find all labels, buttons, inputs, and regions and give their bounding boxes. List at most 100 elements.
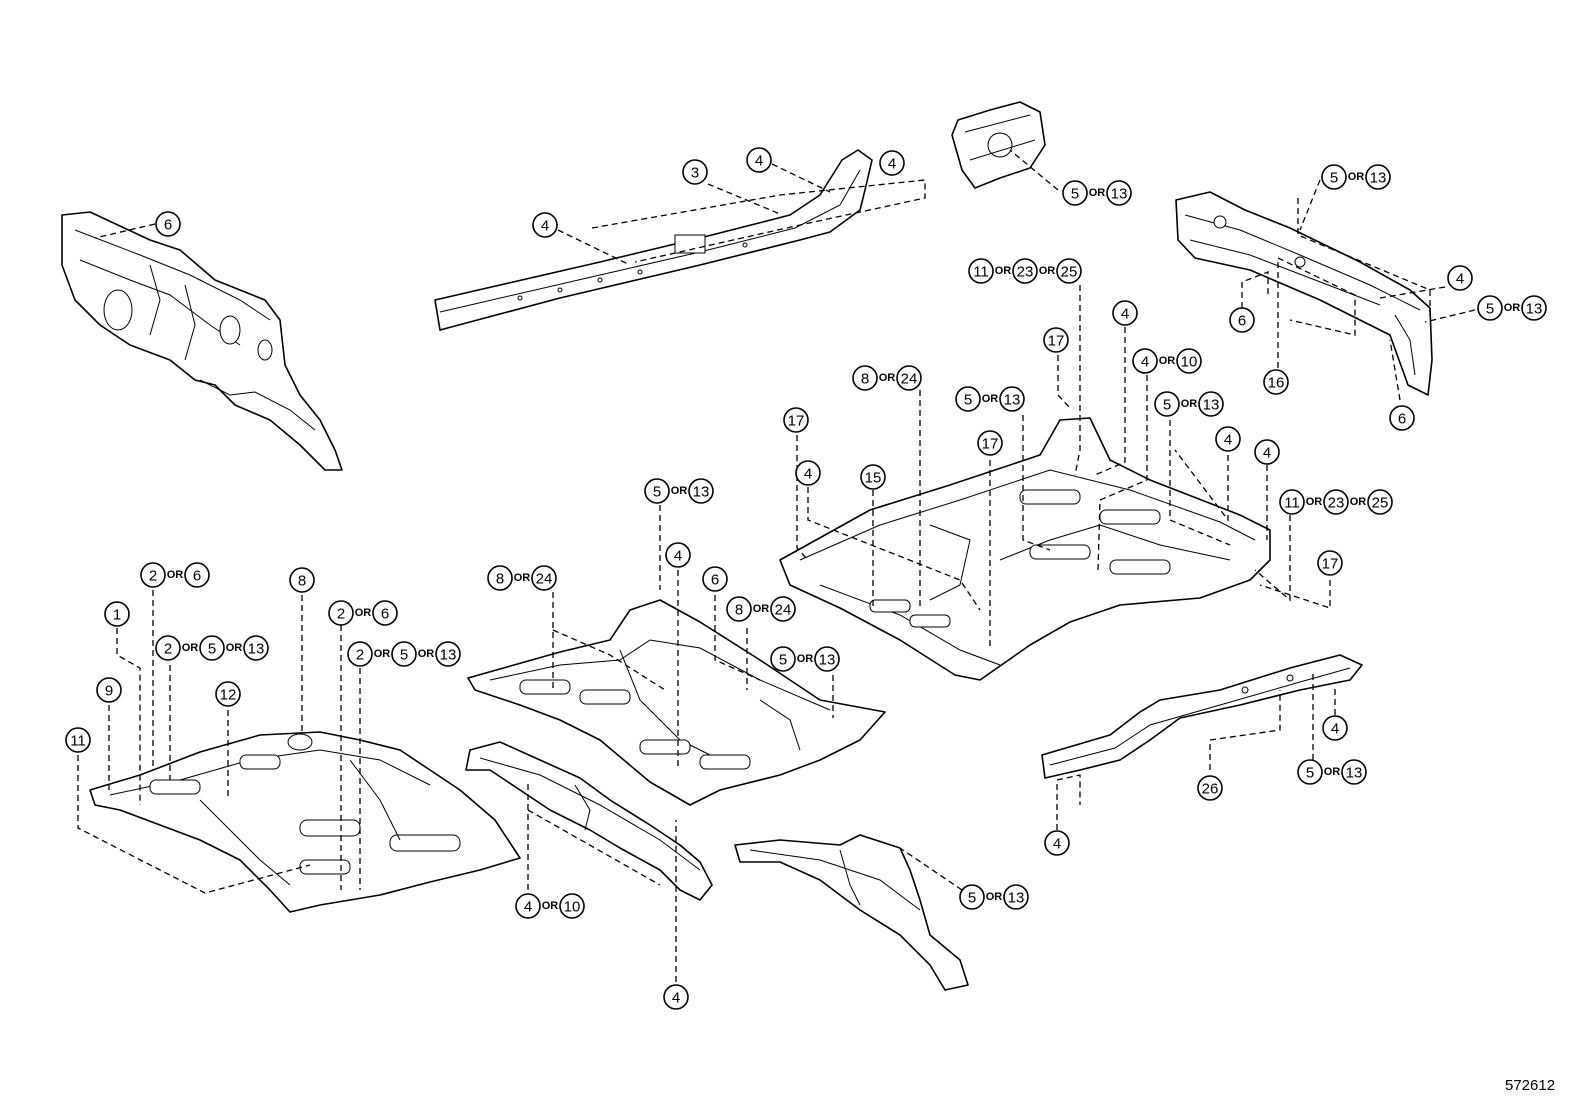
callout-circle	[1263, 369, 1289, 395]
callout-circle	[155, 211, 181, 237]
callout-circle	[896, 365, 922, 391]
callout-number: 4	[524, 899, 532, 916]
or-connector: OR	[671, 485, 688, 497]
callout-circle	[665, 542, 691, 568]
callout-circle	[487, 565, 513, 591]
callout-circle	[1112, 300, 1138, 326]
callout-circle	[1229, 307, 1255, 333]
callout-circle	[199, 635, 225, 661]
callout-number: 4	[1331, 721, 1339, 738]
callout-4: 4	[1215, 426, 1241, 452]
callout-3: 3	[682, 159, 708, 185]
callout-number: 6	[381, 606, 389, 623]
callout-number: 6	[193, 568, 201, 585]
callout-circle	[140, 562, 166, 588]
callout-number: 5	[1330, 170, 1338, 187]
callout-circle	[852, 365, 878, 391]
or-connector: OR	[514, 572, 531, 584]
callout-circle	[770, 646, 796, 672]
callout-number: 25	[1061, 264, 1078, 281]
callout-number: 5	[968, 890, 976, 907]
callout-circle	[770, 596, 796, 622]
callout-number: 13	[1346, 765, 1363, 782]
callout-number: 13	[248, 641, 265, 658]
callout-circle	[663, 984, 689, 1010]
callout-number: 13	[1008, 890, 1025, 907]
or-connector: OR	[986, 891, 1003, 903]
callout-circle	[1198, 391, 1224, 417]
callout-number: 5	[208, 641, 216, 658]
callout-circle	[1044, 830, 1070, 856]
callout-circle	[955, 386, 981, 412]
callout-circle	[1056, 258, 1082, 284]
callout-circle	[860, 464, 886, 490]
callout-number: 8	[496, 571, 504, 588]
callout-number: 6	[164, 217, 172, 234]
or-connector: OR	[879, 372, 896, 384]
callout-number: 5	[400, 647, 408, 664]
or-connector: OR	[1159, 355, 1176, 367]
callout-circle	[559, 893, 585, 919]
callout-number: 4	[541, 218, 549, 235]
callout-number: 4	[1224, 432, 1232, 449]
callout-circle	[1297, 759, 1323, 785]
callout-number: 4	[1263, 445, 1271, 462]
callout-circle	[243, 635, 269, 661]
callout-circle	[999, 386, 1025, 412]
or-connector: OR	[226, 642, 243, 654]
callout-circle	[515, 893, 541, 919]
callout-number: 23	[1328, 495, 1345, 512]
floor-crossmember	[734, 834, 969, 991]
callout-number: 9	[105, 683, 113, 700]
leader-lines	[77, 149, 1476, 982]
callout-circle	[215, 681, 241, 707]
callout-number: 25	[1372, 495, 1389, 512]
callout-number: 13	[1203, 397, 1220, 414]
callout-circle	[372, 600, 398, 626]
callout-4: 4	[879, 150, 905, 176]
dash-panel	[61, 211, 343, 471]
callout-number: 1	[113, 607, 121, 624]
callout-number: 5	[1071, 186, 1079, 203]
callout-4: 4	[1322, 715, 1348, 741]
or-connector: OR	[797, 653, 814, 665]
rear-floor-member	[1041, 654, 1363, 779]
callout-4: 4	[746, 147, 772, 173]
callout-circle	[1154, 391, 1180, 417]
callout-number: 17	[982, 436, 999, 453]
callout-number: 4	[674, 548, 682, 565]
callout-6: 6	[1389, 405, 1415, 431]
front-side-member-rail	[434, 149, 873, 331]
callout-circle	[959, 884, 985, 910]
callout-circle	[879, 150, 905, 176]
callout-circle	[1215, 426, 1241, 452]
callout-circle	[644, 478, 670, 504]
callout-number: 3	[691, 165, 699, 182]
callout-circle	[968, 258, 994, 284]
callout-number: 4	[888, 156, 896, 173]
callout-6: 6	[702, 566, 728, 592]
callout-circle	[1106, 180, 1132, 206]
callout-circle	[65, 727, 91, 753]
callout-number: 10	[564, 899, 581, 916]
or-connector: OR	[1324, 766, 1341, 778]
or-connector: OR	[1504, 302, 1521, 314]
callout-circle	[328, 600, 354, 626]
callout-circle	[155, 635, 181, 661]
callout-circle	[977, 430, 1003, 456]
callout-4: 4	[1112, 300, 1138, 326]
callout-number: 8	[298, 573, 306, 590]
callout-circle	[1365, 164, 1391, 190]
or-connector: OR	[1350, 496, 1367, 508]
callout-number: 4	[1053, 836, 1061, 853]
callout-number: 5	[1486, 301, 1494, 318]
callout-circle	[1254, 439, 1280, 465]
callout-number: 4	[1456, 271, 1464, 288]
